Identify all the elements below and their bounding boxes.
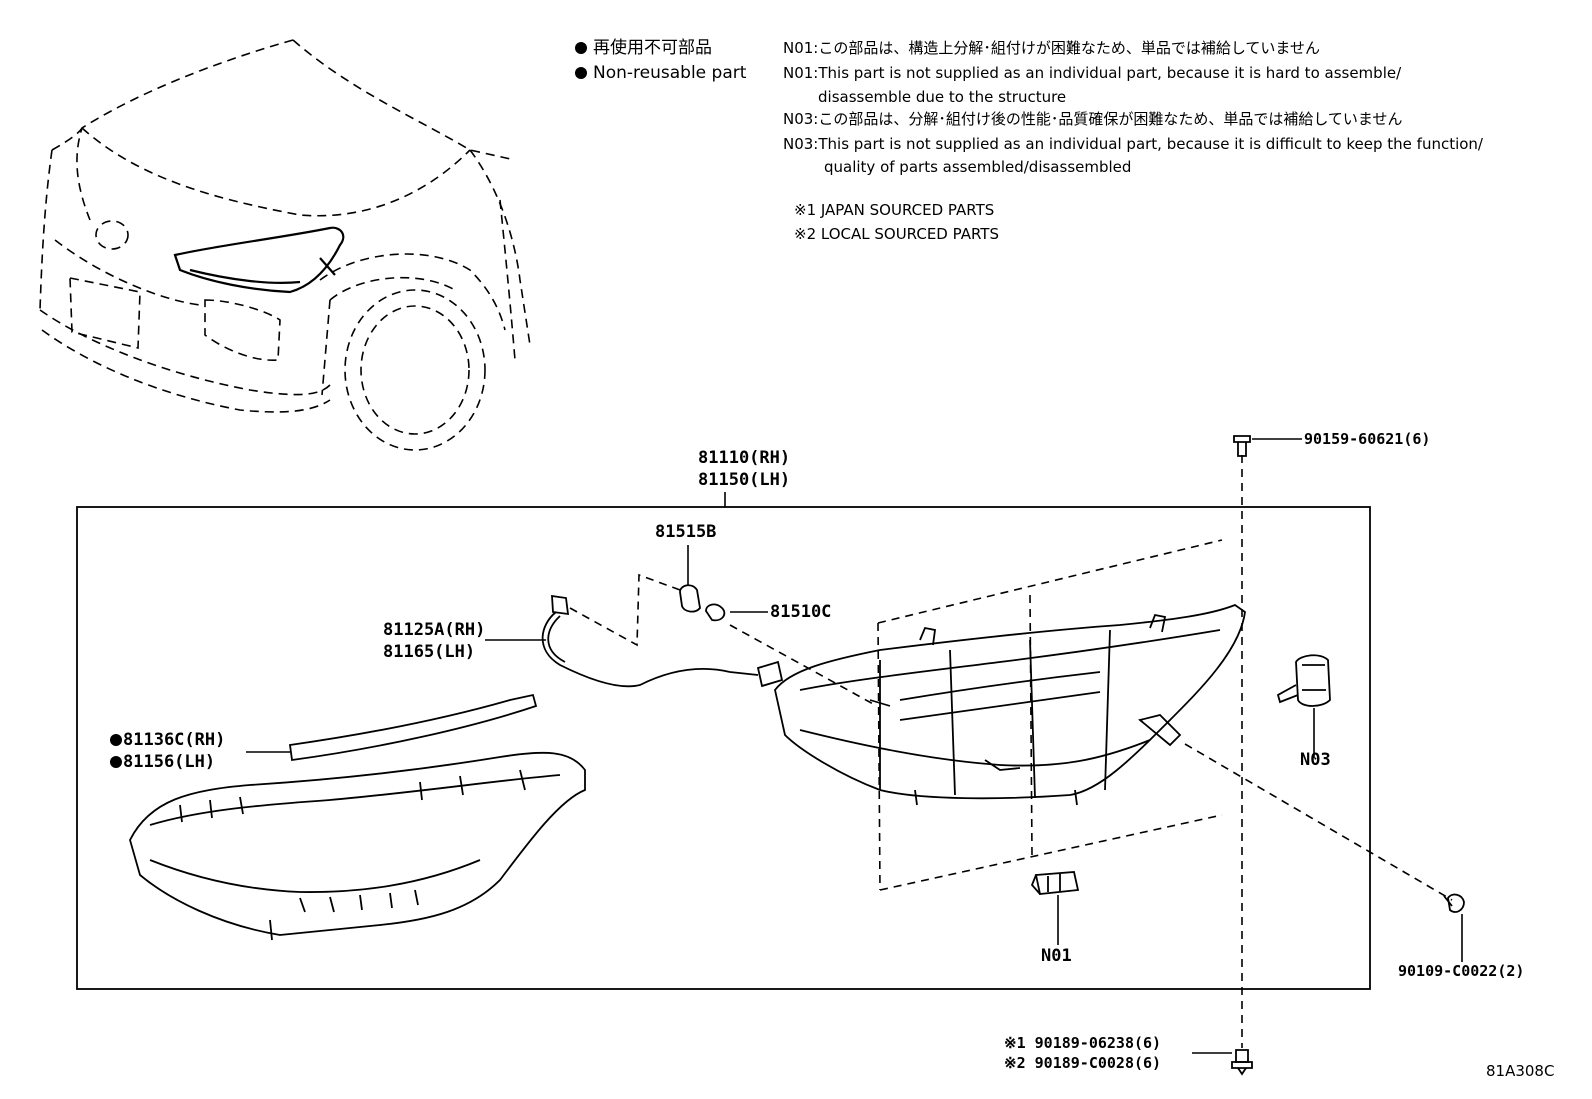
lamp-ecu-module bbox=[1030, 871, 1080, 895]
note-n01-en-2: disassemble due to the structure bbox=[818, 88, 1067, 106]
leveling-actuator bbox=[1276, 654, 1331, 707]
non-reusable-icon bbox=[110, 756, 122, 768]
bullet-icon bbox=[575, 42, 587, 54]
note-n01-en-1: N01:This part is not supplied as an indi… bbox=[783, 64, 1402, 82]
vehicle-headlamp-highlight bbox=[173, 226, 345, 294]
callout-screw-bottom-1: ※1 90189-06238(6) bbox=[1004, 1034, 1162, 1052]
callout-bulb: 81510C bbox=[770, 602, 832, 622]
vehicle-illustration bbox=[39, 39, 531, 451]
note-n01-jp: N01:この部品は、構造上分解･組付けが困難なため、単品では補給していません bbox=[783, 39, 1320, 57]
wire-harness bbox=[541, 594, 784, 688]
bullet-icon bbox=[575, 67, 587, 79]
callout-wire-rh: 81125A(RH) bbox=[383, 620, 486, 640]
callout-screw-top: 90159-60621(6) bbox=[1304, 430, 1431, 448]
headlamp-lens bbox=[129, 751, 586, 941]
note-n03-jp: N03:この部品は、分解･組付け後の性能･品質確保が困難なため、単品では補給して… bbox=[783, 110, 1403, 128]
callout-assembly-lh: 81150(LH) bbox=[698, 470, 791, 490]
note-n03-en-2: quality of parts assembled/disassembled bbox=[824, 158, 1132, 176]
screw-right bbox=[1443, 893, 1465, 913]
diagram-id: 81A308C bbox=[1486, 1062, 1555, 1080]
callout-wire-lh: 81165(LH) bbox=[383, 642, 476, 662]
callout-n03: N03 bbox=[1300, 750, 1331, 770]
screw-top bbox=[1233, 435, 1251, 457]
callout-screw-right: 90109-C0022(2) bbox=[1398, 962, 1525, 980]
screw-bottom bbox=[1231, 1049, 1253, 1076]
callout-gasket-lh: 81156(LH) bbox=[110, 752, 215, 772]
non-reusable-icon bbox=[110, 734, 122, 746]
callout-assembly-rh: 81110(RH) bbox=[698, 448, 791, 468]
assembly-frame bbox=[76, 506, 1371, 990]
callout-socket: 81515B bbox=[655, 522, 717, 542]
legend-jp: 再使用不可部品 bbox=[575, 38, 712, 58]
gasket-strip bbox=[288, 693, 538, 762]
callout-gasket-rh: 81136C(RH) bbox=[110, 730, 225, 750]
note-source-1: ※1 JAPAN SOURCED PARTS bbox=[794, 201, 995, 219]
callout-n01: N01 bbox=[1041, 946, 1072, 966]
callout-screw-bottom-2: ※2 90189-C0028(6) bbox=[1004, 1054, 1162, 1072]
bulb bbox=[705, 603, 726, 622]
note-source-2: ※2 LOCAL SOURCED PARTS bbox=[794, 225, 999, 243]
legend-en: Non-reusable part bbox=[575, 63, 746, 83]
headlamp-housing bbox=[774, 603, 1246, 806]
bulb-socket bbox=[679, 584, 701, 613]
note-n03-en-1: N03:This part is not supplied as an indi… bbox=[783, 135, 1483, 153]
